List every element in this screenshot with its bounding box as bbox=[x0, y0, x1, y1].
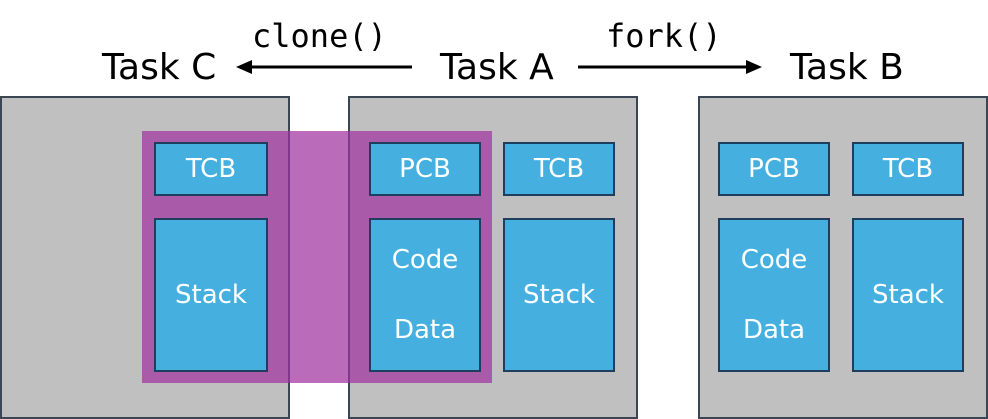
task-b-data-label: Data bbox=[742, 315, 806, 345]
task-c-tcb: TCB bbox=[154, 142, 268, 196]
fork-label: fork() bbox=[606, 17, 722, 55]
task-a-pcb: PCB bbox=[369, 142, 481, 196]
task-c-title: Task C bbox=[102, 47, 217, 88]
task-a-code-data: Code Data bbox=[369, 218, 481, 372]
task-c-stack: Stack bbox=[154, 218, 268, 372]
task-b-stack: Stack bbox=[852, 218, 964, 372]
task-b-stack-label: Stack bbox=[872, 280, 944, 310]
task-a-stack-label: Stack bbox=[523, 280, 595, 310]
task-a-tcb-label: TCB bbox=[533, 154, 585, 184]
task-a-stack: Stack bbox=[503, 218, 615, 372]
task-c-tcb-label: TCB bbox=[185, 154, 237, 184]
task-a-code-label: Code bbox=[391, 245, 459, 275]
clone-arrow bbox=[236, 60, 412, 74]
task-b-code-label: Code bbox=[740, 245, 808, 275]
task-c-stack-label: Stack bbox=[175, 280, 247, 310]
task-b-tcb: TCB bbox=[852, 142, 964, 196]
task-a-title: Task A bbox=[440, 47, 554, 88]
task-b-title: Task B bbox=[790, 47, 904, 88]
task-a-data-label: Data bbox=[393, 315, 457, 345]
clone-label: clone() bbox=[252, 17, 387, 55]
task-a-tcb: TCB bbox=[503, 142, 615, 196]
task-b-tcb-label: TCB bbox=[882, 154, 934, 184]
task-b-code-data: Code Data bbox=[718, 218, 830, 372]
fork-arrow bbox=[578, 60, 762, 74]
task-b-pcb: PCB bbox=[718, 142, 830, 196]
task-a-pcb-label: PCB bbox=[399, 154, 451, 184]
task-b-pcb-label: PCB bbox=[748, 154, 800, 184]
